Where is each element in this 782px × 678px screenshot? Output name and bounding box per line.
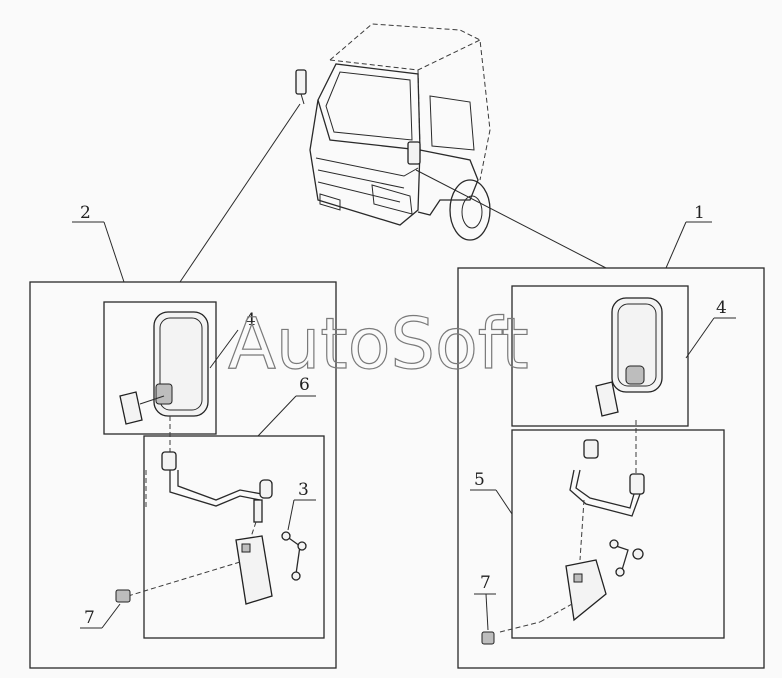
callout-left-bracket: 6	[299, 375, 310, 395]
leader-left-mirror	[179, 103, 301, 283]
right-mirror-small	[595, 381, 619, 417]
callout-right-bracket: 5	[474, 470, 485, 490]
callout-right-group: 1	[694, 203, 705, 223]
left-mirror-small	[119, 391, 143, 425]
cab-left-mirror	[295, 69, 307, 95]
right-mirror-group: 1 4 5 7	[457, 203, 765, 669]
cab-right-mirror	[407, 141, 421, 165]
left-mirror-box	[103, 301, 217, 435]
left-group-frame	[29, 281, 337, 669]
right-mount-plate	[565, 559, 607, 622]
right-bracket-box	[511, 429, 725, 639]
callout-left-bolt: 7	[84, 608, 95, 628]
right-bolt	[481, 631, 495, 645]
callout-right-mirror: 4	[716, 298, 727, 318]
callout-left-mirror: 4	[245, 310, 256, 330]
leader-right-mirror	[415, 169, 607, 269]
left-bracket-box	[143, 435, 325, 639]
left-mount-plate	[235, 535, 273, 605]
watermark-text: AutoSoft	[228, 303, 529, 385]
left-bolt	[115, 589, 131, 603]
truck-cab-illustration	[295, 23, 491, 241]
callout-left-stay: 3	[298, 480, 309, 500]
left-mirror-group: 2 4 6 3 7	[29, 203, 337, 669]
callout-left-group: 2	[80, 203, 91, 223]
callout-right-bolt: 7	[480, 573, 491, 593]
right-mirror-head	[611, 297, 663, 393]
right-group-frame	[457, 267, 765, 669]
